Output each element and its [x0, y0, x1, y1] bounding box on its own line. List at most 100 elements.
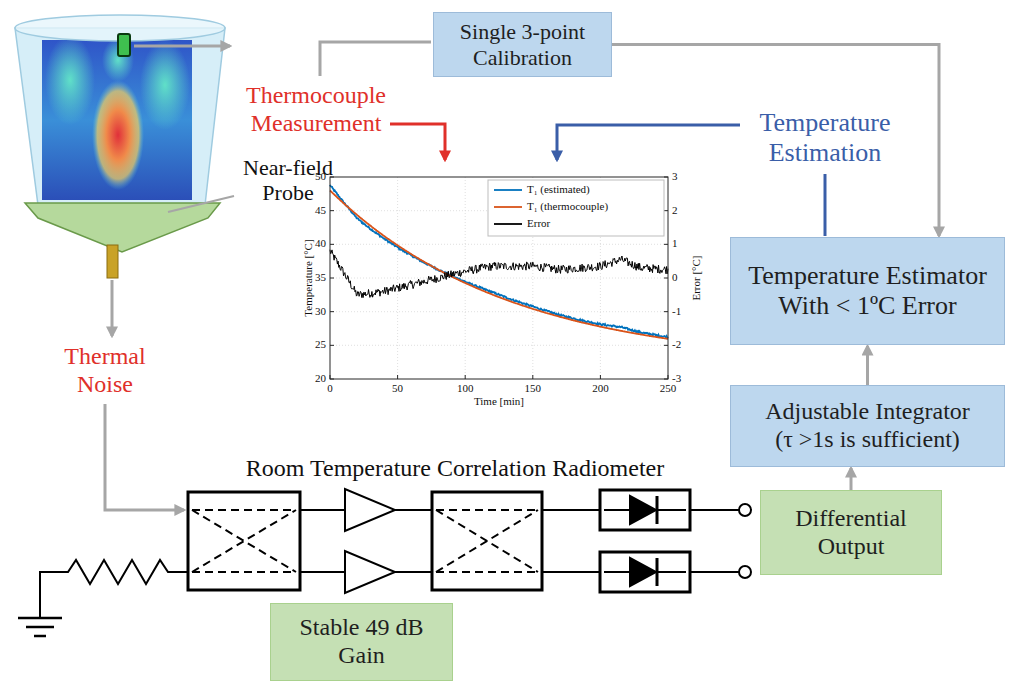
estimation-arrow: [557, 125, 740, 160]
axis-title: Time [min]: [439, 395, 559, 409]
thermocouple-sensor: [118, 34, 130, 56]
tick-mark: [664, 278, 668, 279]
legend-samples: [494, 190, 522, 224]
detector-box: [600, 490, 690, 530]
cup-illustration: [15, 15, 225, 278]
connector-arrow: [866, 346, 869, 385]
ground-symbol: [26, 626, 54, 629]
wire: [300, 509, 345, 511]
cup-body: [15, 28, 225, 214]
node-label: Single 3-point Calibration: [440, 19, 605, 70]
leader-line: [168, 196, 234, 212]
tick-label: 50: [378, 382, 418, 395]
noise-input-arrow: [105, 404, 184, 510]
hybrid-paths: [192, 510, 296, 572]
output-box: Differential Output: [760, 490, 942, 575]
node-label: Adjustable Integrator (τ >1s is sufficie…: [754, 398, 982, 453]
node-label: Temperature Estimator With < 1ºC Error: [737, 261, 999, 321]
sensor-arrow: [134, 45, 230, 48]
diode-symbol: [630, 496, 656, 524]
gain-box: Stable 49 dB Gain: [270, 603, 453, 681]
tick-label: 25: [290, 338, 326, 351]
tick-mark: [330, 210, 334, 211]
diode-bar: [656, 496, 659, 524]
tick-mark: [330, 379, 334, 380]
legend-box: [488, 180, 664, 236]
schematic-heading: Room Temperature Correlation Radiometer: [205, 455, 705, 483]
tick-mark: [330, 278, 334, 279]
noise-arrow: [111, 280, 114, 336]
measurement-label: Thermocouple Measurement: [236, 82, 396, 137]
tick-mark: [664, 379, 668, 380]
chart: [300, 165, 705, 418]
amplifier-symbol: [345, 551, 395, 593]
diode-symbol: [630, 558, 656, 586]
hybrid-paths: [436, 510, 538, 572]
tick-label: 35: [290, 271, 326, 284]
tick-mark: [664, 177, 668, 178]
tick-label: 3: [672, 170, 702, 183]
tick-label: 2: [672, 204, 702, 217]
probe-board: [25, 203, 220, 252]
heat-blob: [102, 38, 134, 82]
tick-label: 50: [290, 170, 326, 183]
tick-label: 100: [445, 382, 485, 395]
legend-text: Error: [527, 217, 550, 230]
wire: [604, 571, 686, 573]
heat-map: [42, 35, 192, 200]
tick-mark: [330, 311, 334, 312]
heat-map-ground: [42, 40, 192, 200]
tick-mark: [668, 375, 669, 379]
diode-bar: [656, 558, 659, 586]
cup-rim: [15, 15, 225, 41]
legend-line: [494, 206, 522, 208]
wire: [395, 571, 432, 573]
hybrid-coupler: [432, 492, 542, 590]
connector-arrow: [850, 468, 853, 490]
node-label: Stable 49 dB Gain: [287, 614, 437, 669]
heat-blob: [45, 35, 95, 125]
wire: [690, 571, 739, 573]
tick-label: 0: [310, 382, 350, 395]
process-box: Adjustable Integrator (τ >1s is sufficie…: [730, 385, 1005, 467]
detector-box: [600, 552, 690, 592]
tick-label: -1: [672, 305, 702, 318]
legend-text: T₁ (thermocouple): [527, 200, 608, 213]
chart-ground: [300, 165, 705, 418]
tick-mark: [664, 345, 668, 346]
estimation-line: [824, 174, 827, 236]
wire: [690, 509, 739, 511]
tick-label: 250: [648, 382, 688, 395]
tick-label: 1: [672, 237, 702, 250]
tick-label: 0: [672, 271, 702, 284]
heat-blob: [140, 40, 190, 130]
output-terminal: [739, 566, 751, 578]
plot-frame: [330, 177, 668, 379]
hybrid-coupler: [188, 492, 300, 590]
wire: [395, 509, 432, 511]
tick-label: 45: [290, 204, 326, 217]
process-box: Single 3-point Calibration: [433, 12, 612, 77]
tick-label: 150: [513, 382, 553, 395]
wire: [300, 571, 345, 573]
estimation-label: Temperature Estimation: [745, 108, 905, 168]
tick-mark: [397, 375, 398, 379]
tick-mark: [330, 375, 331, 379]
legend-line: [494, 189, 522, 191]
tick-label: 200: [580, 382, 620, 395]
tick-mark: [664, 210, 668, 211]
chart-grid: [330, 177, 668, 379]
error-curve: [330, 250, 668, 298]
amplifier-symbol: [345, 489, 395, 531]
output-terminal: [739, 504, 751, 516]
tick-mark: [532, 375, 533, 379]
ground-symbol: [18, 617, 62, 620]
tick-mark: [330, 244, 334, 245]
estimated-curve: [330, 185, 668, 338]
axis-title: Error [°C]: [690, 213, 704, 343]
process-box: Temperature Estimator With < 1ºC Error: [730, 237, 1005, 345]
tick-mark: [600, 375, 601, 379]
connector-arrow: [612, 45, 939, 237]
wire: [604, 509, 686, 511]
heat-blob: [92, 80, 144, 190]
